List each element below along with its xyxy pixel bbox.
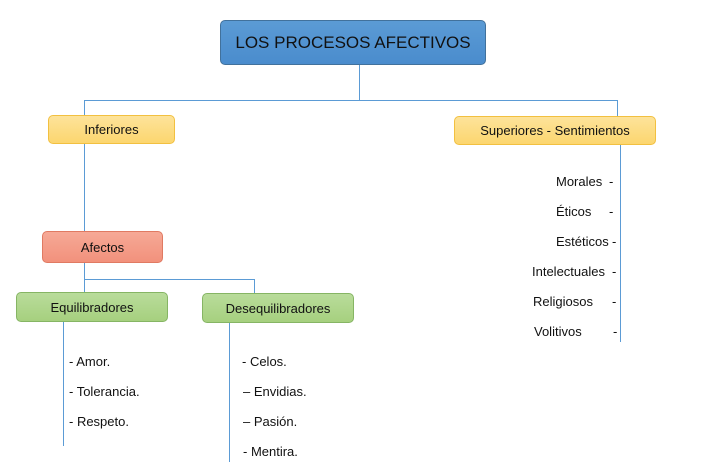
- title-text: LOS PROCESOS AFECTIVOS: [235, 32, 471, 52]
- inferiores-box: Inferiores: [48, 115, 175, 144]
- superiores-label: Superiores - Sentimientos: [480, 123, 630, 138]
- superiores-dash: -: [609, 204, 614, 219]
- superiores-item: Volitivos: [534, 324, 582, 339]
- superiores-item: Morales: [556, 174, 603, 189]
- equilibradores-item: - Amor.: [69, 354, 111, 369]
- superiores-dash: -: [609, 174, 614, 189]
- desequilibradores-item: – Envidias.: [243, 384, 307, 399]
- desequilibradores-item: - Mentira.: [243, 444, 298, 459]
- afectos-box: Afectos: [42, 231, 163, 263]
- superiores-box: Superiores - Sentimientos: [454, 116, 656, 145]
- superiores-dash: -: [612, 264, 617, 279]
- superiores-dash: -: [613, 324, 618, 339]
- desequilibradores-item: - Celos.: [242, 354, 287, 369]
- superiores-dash: -: [612, 234, 617, 249]
- afectos-label: Afectos: [80, 239, 125, 255]
- title-box: LOS PROCESOS AFECTIVOS: [220, 20, 486, 65]
- inferiores-label: Inferiores: [84, 122, 139, 137]
- superiores-item: Éticos: [556, 204, 592, 219]
- superiores-item: Estéticos: [556, 234, 609, 249]
- superiores-dash: -: [612, 294, 617, 309]
- desequilibradores-item: – Pasión.: [243, 414, 298, 429]
- desequilibradores-box: Desequilibradores: [202, 293, 354, 323]
- equilibradores-box: Equilibradores: [16, 292, 168, 322]
- equilibradores-label: Equilibradores: [50, 299, 134, 315]
- equilibradores-item: - Respeto.: [69, 414, 129, 429]
- desequilibradores-label: Desequilibradores: [225, 300, 331, 316]
- superiores-item: Religiosos: [533, 294, 593, 309]
- equilibradores-item: - Tolerancia.: [69, 384, 140, 399]
- superiores-item: Intelectuales: [532, 264, 605, 279]
